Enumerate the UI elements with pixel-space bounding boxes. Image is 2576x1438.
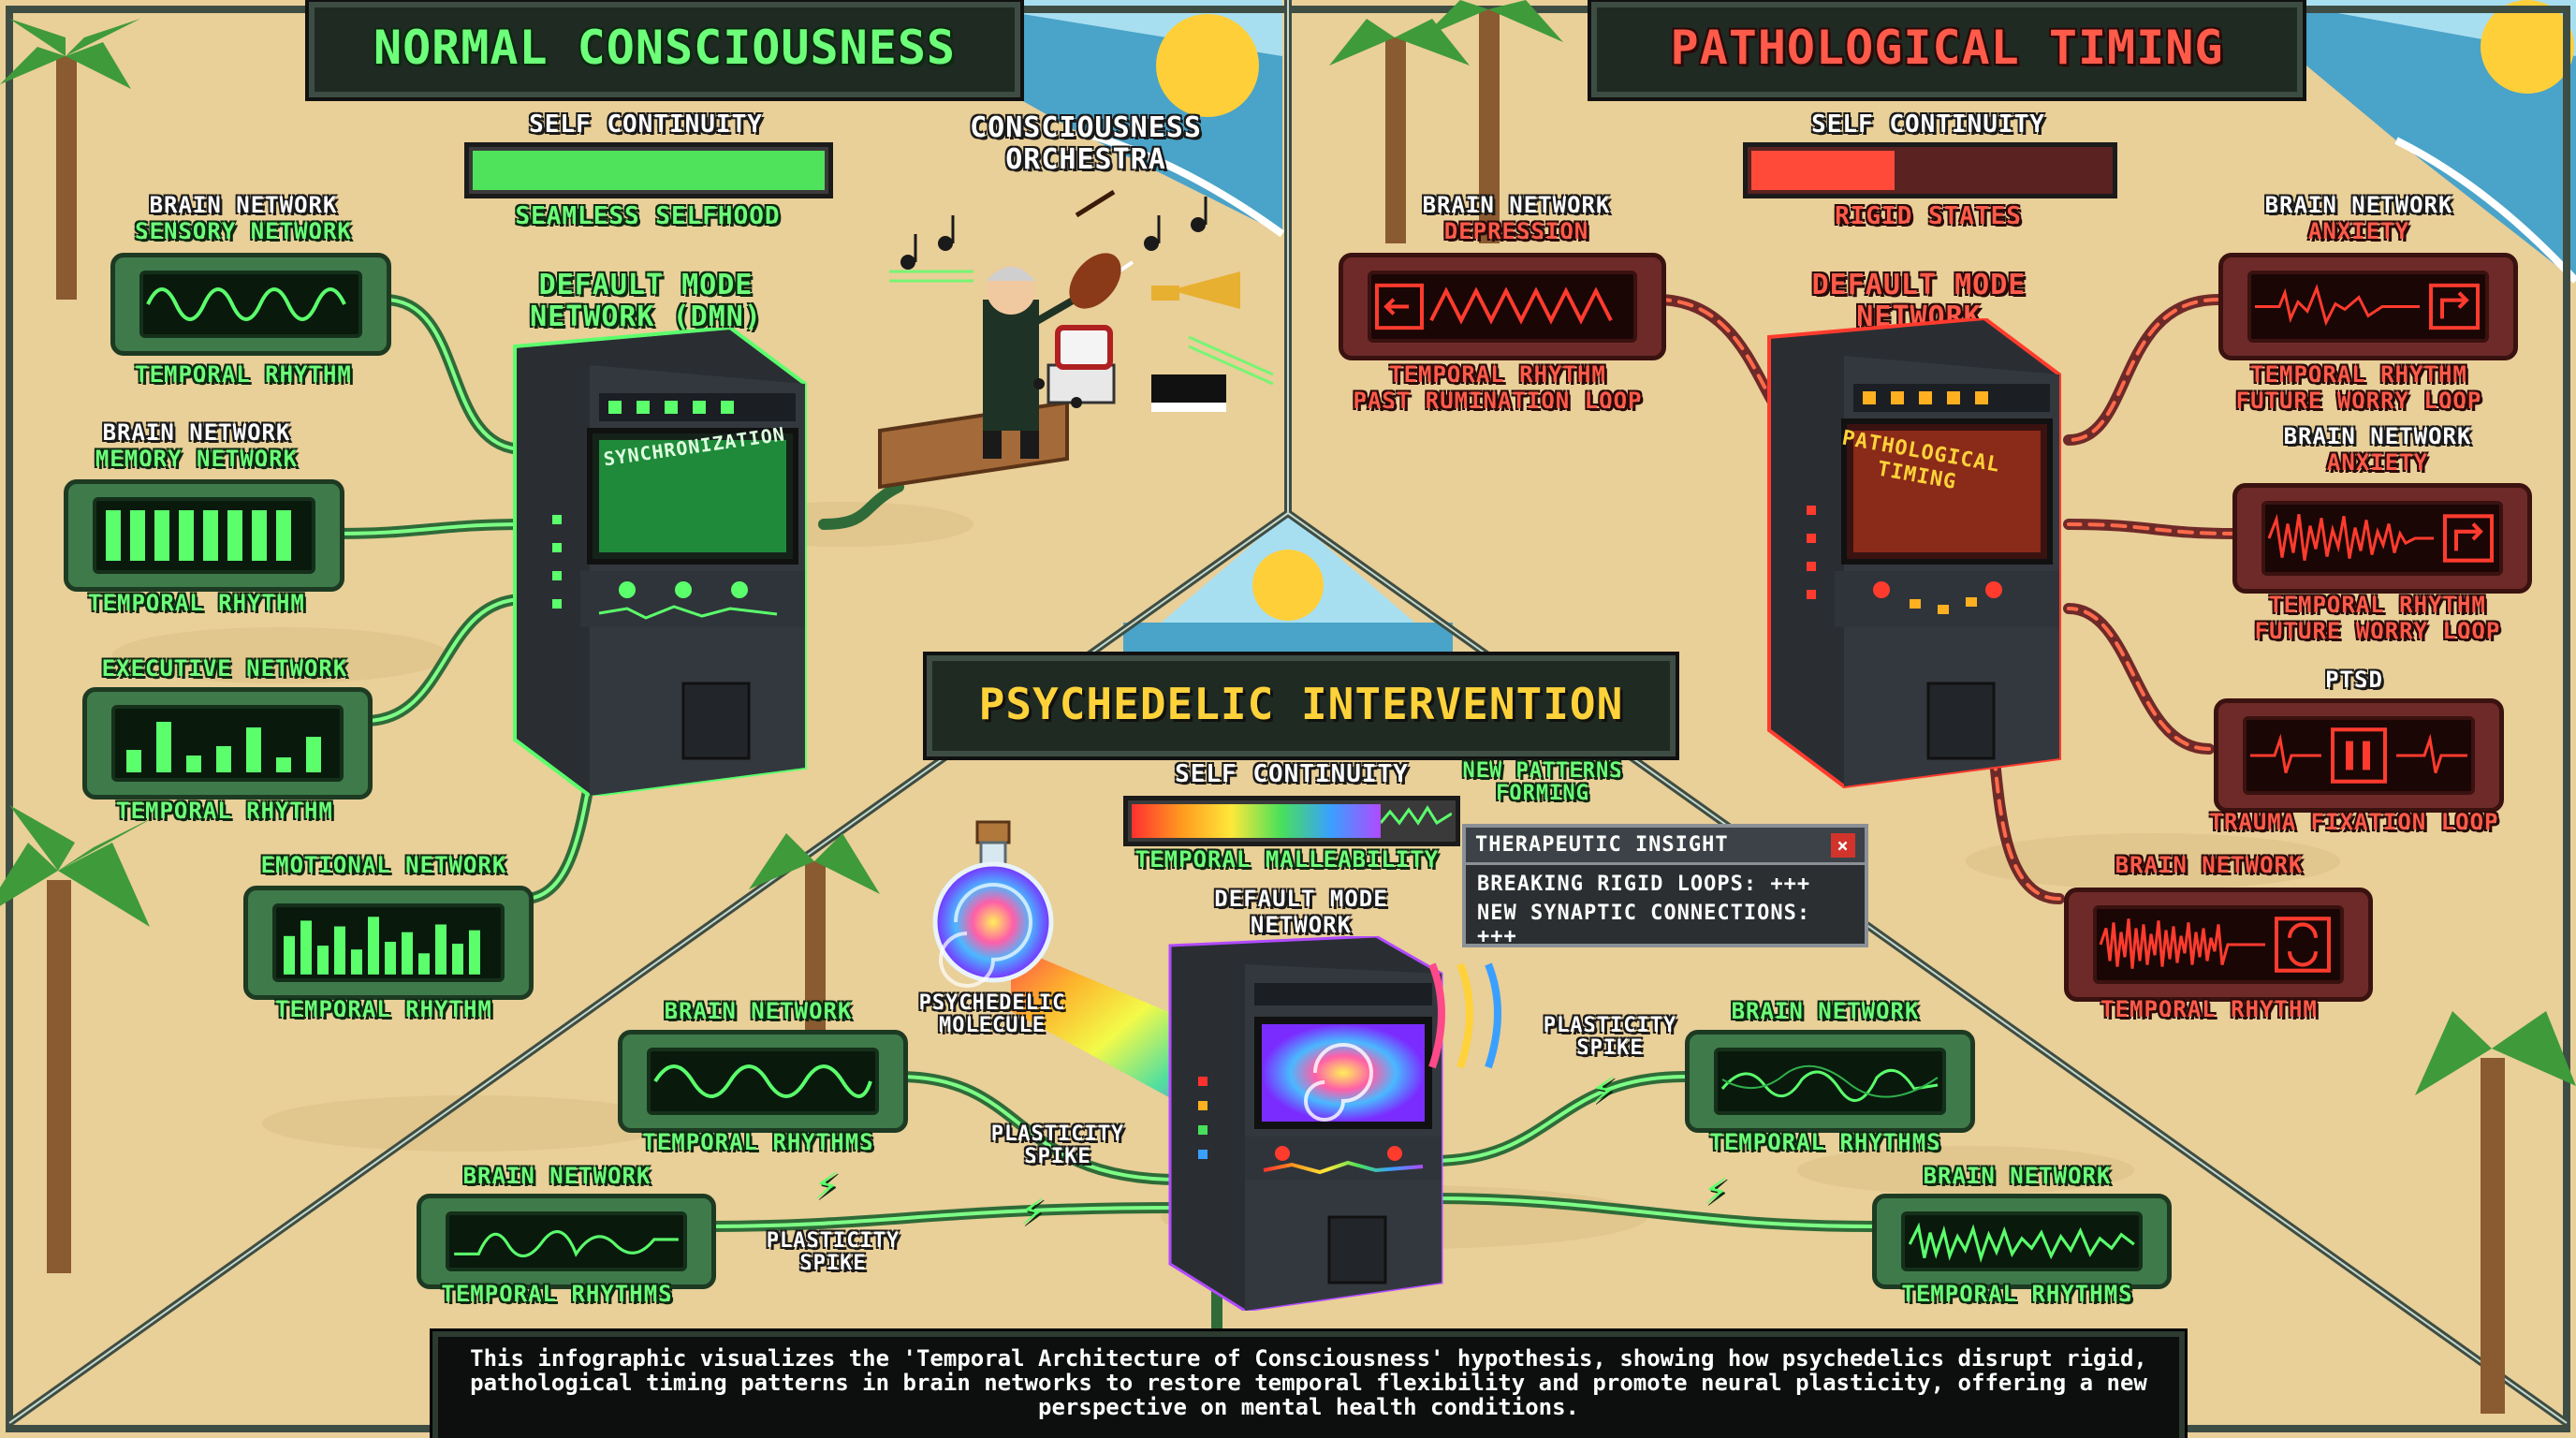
- new-patterns-note: NEW PATTERNS FORMING: [1462, 759, 1623, 805]
- net-normal-0-name: BRAIN NETWORK: [149, 192, 338, 218]
- close-icon[interactable]: ×: [1831, 833, 1855, 858]
- new-pattern-wave: [1381, 805, 1452, 826]
- insight-header: THERAPEUTIC INSIGHT: [1466, 828, 1865, 865]
- self-continuity-caption-path: RIGID STATES: [1835, 202, 2022, 230]
- self-continuity-bar-normal: [464, 142, 833, 198]
- self-continuity-bar-psy: [1123, 796, 1460, 846]
- plasticity-spike-1-label: PLASTICITY SPIKE: [990, 1123, 1125, 1168]
- plasticity-spike-2-label: PLASTICITY SPIKE: [766, 1229, 900, 1275]
- lightning-icon: ⚡: [1591, 1065, 1617, 1113]
- net-psy-3-name: BRAIN NETWORK: [1923, 1163, 2112, 1189]
- net-normal-1-rhythm: TEMPORAL RHYTHM: [88, 590, 305, 616]
- self-continuity-label: SELF CONTINUITY: [529, 110, 763, 139]
- orchestra-illustration: [878, 189, 1274, 490]
- lightning-icon: ⚡: [1020, 1187, 1046, 1235]
- net-path-0-rhythm: TEMPORAL RHYTHM: [1389, 361, 1606, 388]
- dmn-arcade-pathological: [1767, 318, 2061, 789]
- self-continuity-label-path: SELF CONTINUITY: [1811, 110, 2045, 139]
- monitor-path-4: [2064, 888, 2373, 1002]
- rainbow-sparks: [1428, 962, 1501, 1069]
- net-normal-1-name: BRAIN NETWORK: [102, 419, 291, 446]
- net-normal-2-rhythm: TEMPORAL RHYTHM: [116, 798, 333, 824]
- psychedelic-molecule-flask: [932, 820, 1054, 988]
- net-path-3-rhythm: TRAUMA FIXATION LOOP: [2209, 809, 2499, 835]
- self-continuity-fill-path: [1751, 151, 1895, 190]
- net-path-0-rhythm2: PAST RUMINATION LOOP: [1353, 388, 1643, 414]
- net-psy-0-name: BRAIN NETWORK: [664, 998, 853, 1024]
- therapeutic-insight-window: THERAPEUTIC INSIGHT × BREAKING RIGID LOO…: [1462, 824, 1868, 948]
- net-path-1-rhythm2: FUTURE WORRY LOOP: [2235, 388, 2482, 414]
- net-path-1-sub: ANXIETY: [2307, 218, 2410, 244]
- net-path-0-sub: DEPRESSION: [1443, 218, 1589, 244]
- monitor-psy-1: [417, 1194, 716, 1289]
- net-psy-2-name: BRAIN NETWORK: [1731, 998, 1920, 1024]
- net-path-2-name: BRAIN NETWORK: [2283, 423, 2472, 449]
- net-normal-0-rhythm: TEMPORAL RHYTHM: [135, 361, 352, 388]
- net-psy-0-rhythm: TEMPORAL RHYTHMS: [642, 1129, 874, 1155]
- panel-title-psychedelic: PSYCHEDELIC INTERVENTION: [927, 655, 1676, 756]
- monitor-memory: [64, 479, 344, 592]
- net-psy-1-name: BRAIN NETWORK: [462, 1163, 651, 1189]
- net-normal-0-sub: SENSORY NETWORK: [135, 218, 352, 244]
- self-continuity-fill: [473, 151, 825, 190]
- monitor-executive: [82, 687, 373, 800]
- self-continuity-fill-psy: [1132, 804, 1381, 838]
- panel-title-pathological: PATHOLOGICAL TIMING: [1591, 2, 2303, 97]
- net-normal-3-name: EMOTIONAL NETWORK: [260, 852, 507, 878]
- lightning-icon: ⚡: [814, 1161, 840, 1209]
- self-continuity-caption: SEAMLESS SELFHOOD: [515, 202, 781, 230]
- lightning-icon: ⚡: [1704, 1167, 1729, 1214]
- monitor-anxiety-1: [2218, 253, 2518, 360]
- monitor-psy-2: [1685, 1030, 1975, 1133]
- monitor-anxiety-2: [2232, 483, 2532, 594]
- self-continuity-bar-path: [1743, 142, 2117, 198]
- net-psy-1-rhythm: TEMPORAL RHYTHMS: [441, 1281, 673, 1307]
- insight-title: THERAPEUTIC INSIGHT: [1475, 833, 1729, 857]
- dmn-label-normal: DEFAULT MODE NETWORK (DMN): [530, 269, 762, 333]
- dmn-arcade-normal: [513, 328, 807, 796]
- monitor-depression: [1339, 253, 1666, 360]
- net-path-2-rhythm: TEMPORAL RHYTHM: [2269, 592, 2486, 618]
- orchestra-label: CONSCIOUSNESS ORCHESTRA: [970, 111, 1202, 176]
- panel-title-normal: NORMAL CONSCIOUSNESS: [309, 2, 1020, 97]
- net-psy-3-rhythm: TEMPORAL RHYTHMS: [1901, 1281, 2133, 1307]
- dmn-label-psy: DEFAULT MODE NETWORK: [1214, 886, 1388, 938]
- insight-line-2: NEW SYNAPTIC CONNECTIONS: +++: [1477, 902, 1811, 948]
- net-path-1-rhythm: TEMPORAL RHYTHM: [2250, 361, 2467, 388]
- net-psy-2-rhythm: TEMPORAL RHYTHMS: [1709, 1129, 1941, 1155]
- net-path-4-rhythm: TEMPORAL RHYTHM: [2100, 996, 2318, 1022]
- net-path-0-name: BRAIN NETWORK: [1422, 192, 1611, 218]
- net-path-2-sub: ANXIETY: [2326, 449, 2429, 476]
- monitor-psy-3: [1872, 1194, 2172, 1289]
- insight-line-1: BREAKING RIGID LOOPS: +++: [1477, 873, 1811, 896]
- net-path-4-name: BRAIN NETWORK: [2115, 852, 2304, 878]
- net-path-1-name: BRAIN NETWORK: [2264, 192, 2453, 218]
- plasticity-spike-3-label: PLASTICITY SPIKE: [1543, 1014, 1677, 1060]
- net-normal-2-name: EXECUTIVE NETWORK: [101, 655, 348, 682]
- monitor-emotional: [243, 886, 534, 1000]
- monitor-psy-0: [618, 1030, 908, 1133]
- net-normal-3-rhythm: TEMPORAL RHYTHM: [275, 996, 492, 1022]
- net-path-2-rhythm2: FUTURE WORRY LOOP: [2254, 618, 2501, 644]
- monitor-ptsd: [2214, 698, 2504, 813]
- caption-box: This infographic visualizes the 'Tempora…: [432, 1331, 2185, 1438]
- dmn-arcade-psychedelic: [1168, 936, 1443, 1311]
- monitor-sensory: [110, 253, 391, 356]
- net-normal-1-sub: MEMORY NETWORK: [95, 446, 299, 472]
- self-continuity-caption-psy: TEMPORAL MALLEABILITY: [1134, 846, 1440, 873]
- dmn-label-path: DEFAULT MODE NETWORK: [1811, 269, 2027, 333]
- self-continuity-label-psy: SELF CONTINUITY: [1175, 760, 1409, 788]
- net-path-3-name: PTSD: [2325, 667, 2383, 693]
- molecule-label: PSYCHEDELIC MOLECULE: [918, 991, 1066, 1037]
